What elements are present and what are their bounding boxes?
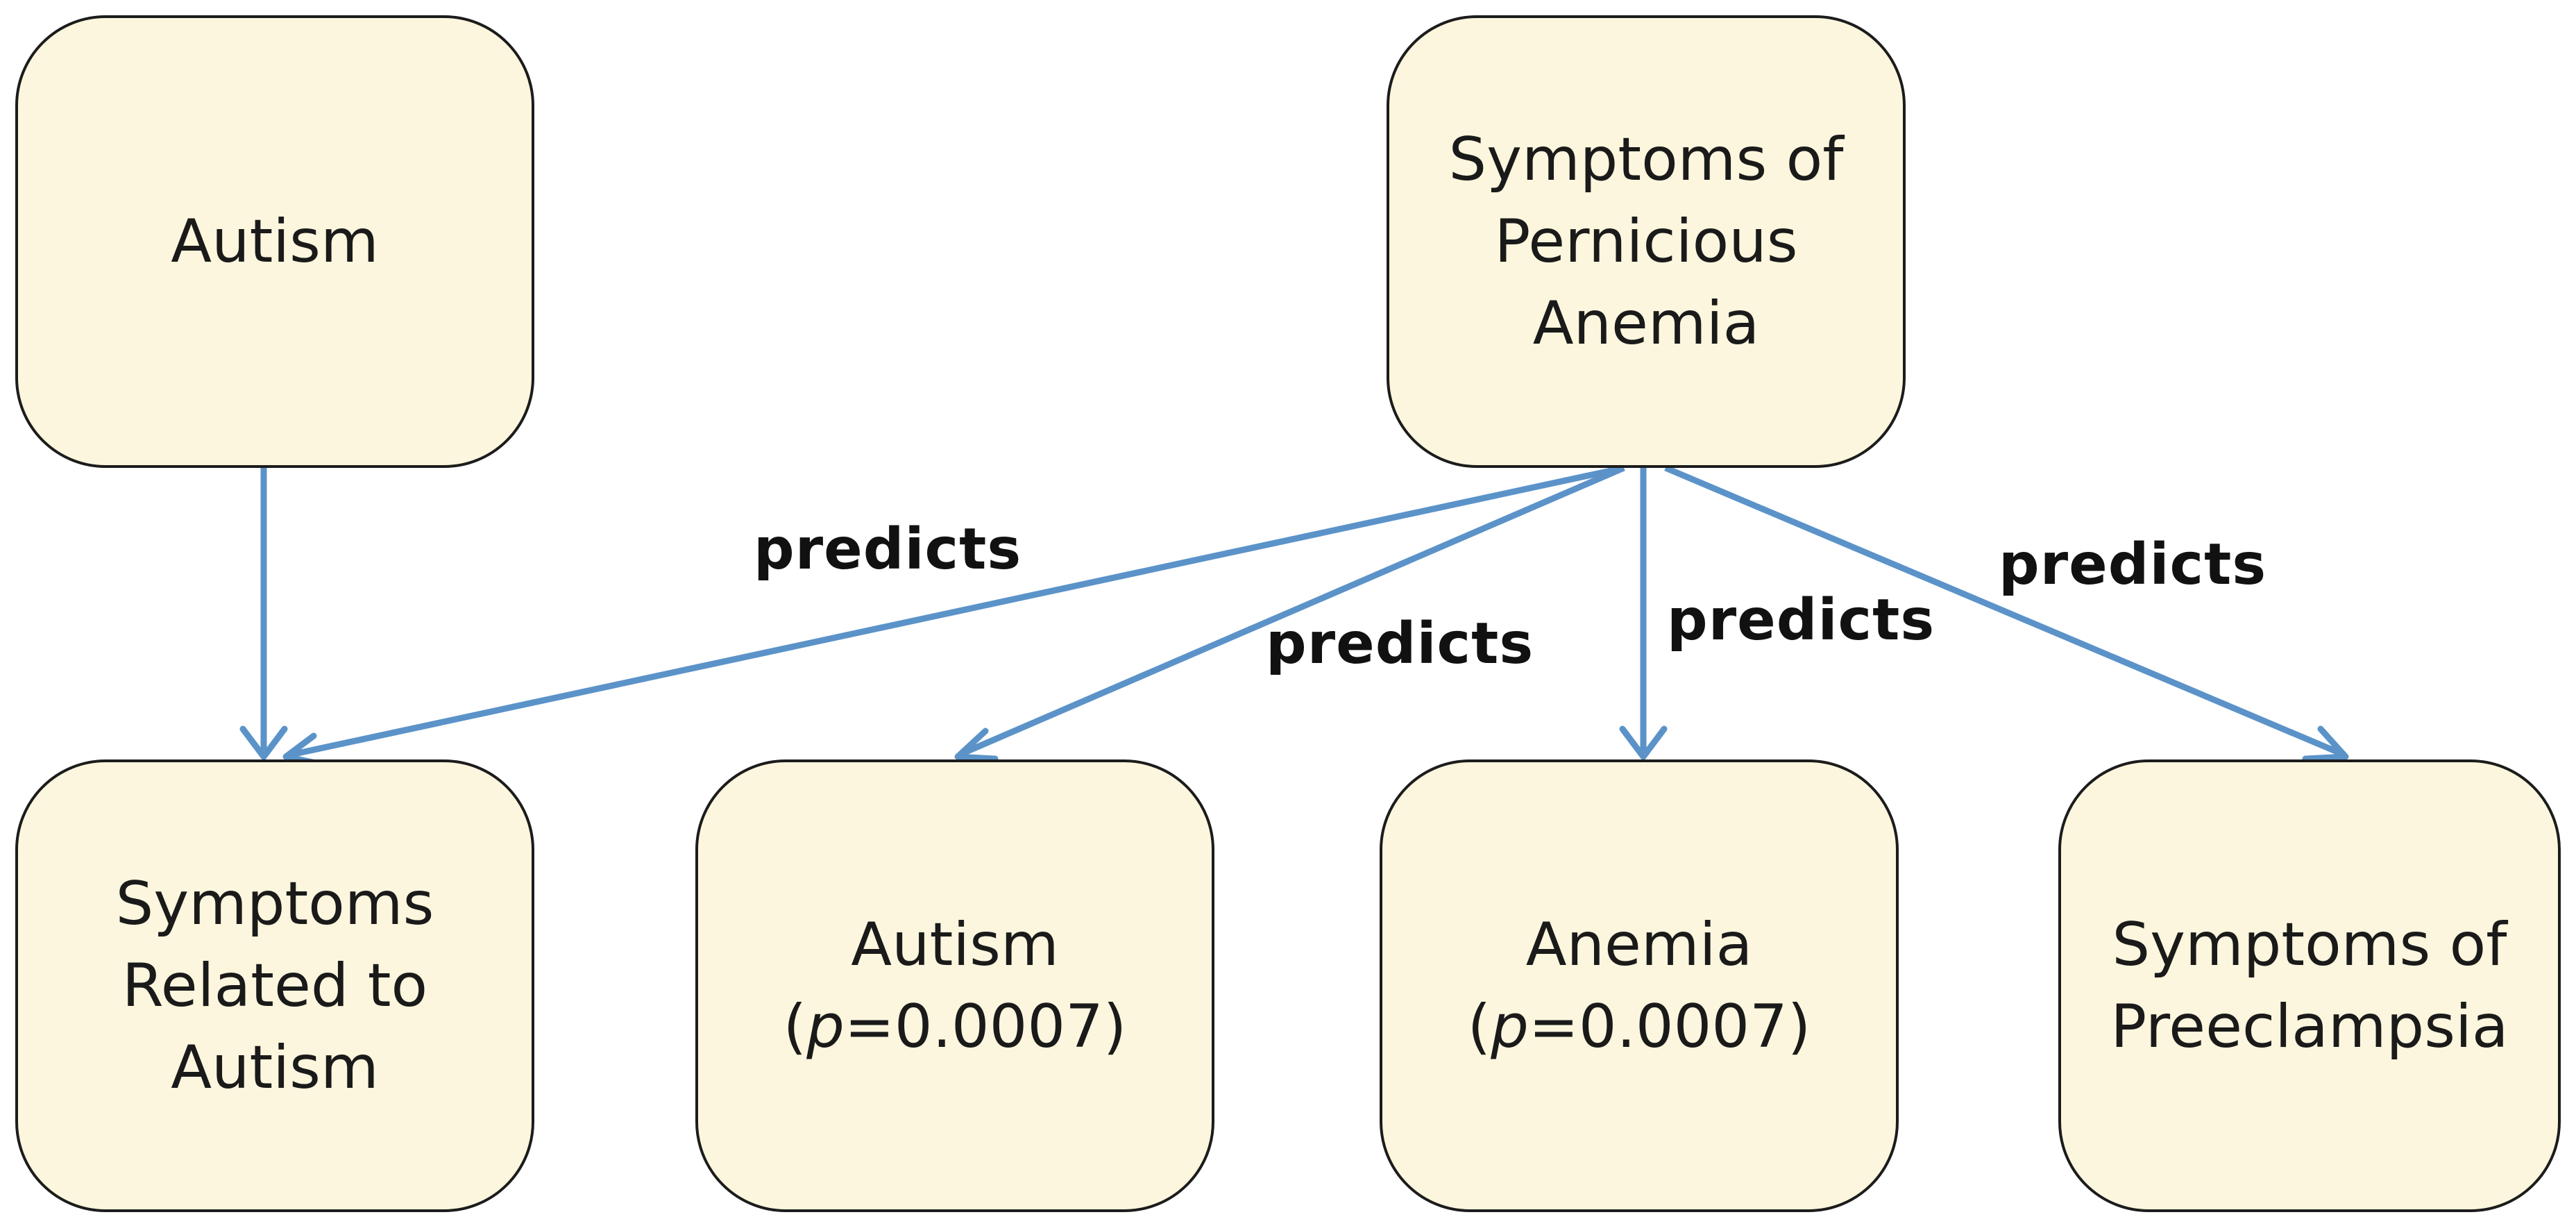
node-anemia-p-value: Anemia (p=0.0007) xyxy=(1380,759,1899,1212)
node-label: Autism xyxy=(851,910,1059,980)
node-p-value: (p=0.0007) xyxy=(1467,992,1811,1061)
edge-pa-to-anemia-p xyxy=(1619,468,1668,760)
node-label: Anemia xyxy=(1525,910,1753,980)
node-symptoms-pernicious-anemia: Symptoms of Pernicious Anemia xyxy=(1387,15,1906,468)
node-label: Preeclampsia xyxy=(2110,992,2509,1061)
edge-label-predicts-preeclampsia: predicts xyxy=(1999,532,2267,598)
node-label: Autism xyxy=(171,1033,379,1102)
node-label: Symptoms of xyxy=(1448,125,1844,194)
node-label: Autism xyxy=(171,207,379,276)
node-autism: Autism xyxy=(15,15,534,468)
edge-label-predicts-symptoms-autism: predicts xyxy=(754,517,1022,582)
node-symptoms-preeclampsia: Symptoms of Preeclampsia xyxy=(2058,759,2561,1212)
arrow-line xyxy=(960,464,1625,757)
node-label: Anemia xyxy=(1532,289,1760,358)
arrowhead xyxy=(954,728,999,762)
node-p-value: (p=0.0007) xyxy=(783,992,1127,1061)
arrowhead xyxy=(2302,725,2349,762)
node-autism-p-value: Autism (p=0.0007) xyxy=(695,759,1214,1212)
arrowhead xyxy=(1619,725,1668,760)
node-label: Related to xyxy=(121,951,428,1021)
edge-autism-to-symptoms xyxy=(239,468,288,760)
edge-label-predicts-anemia-p: predicts xyxy=(1667,587,1935,653)
arrow-line xyxy=(287,464,1625,759)
edge-pa-to-preeclampsia xyxy=(1664,464,2349,762)
node-label: Symptoms of xyxy=(2112,910,2507,980)
node-symptoms-related-to-autism: Symptoms Related to Autism xyxy=(15,759,534,1212)
arrowhead xyxy=(239,725,288,760)
edge-label-predicts-autism-p: predicts xyxy=(1266,611,1534,677)
edge-pa-to-autism-p xyxy=(954,464,1625,762)
node-label: Pernicious xyxy=(1494,207,1798,276)
arrow-line xyxy=(1664,464,2344,757)
node-label: Symptoms xyxy=(115,869,434,939)
